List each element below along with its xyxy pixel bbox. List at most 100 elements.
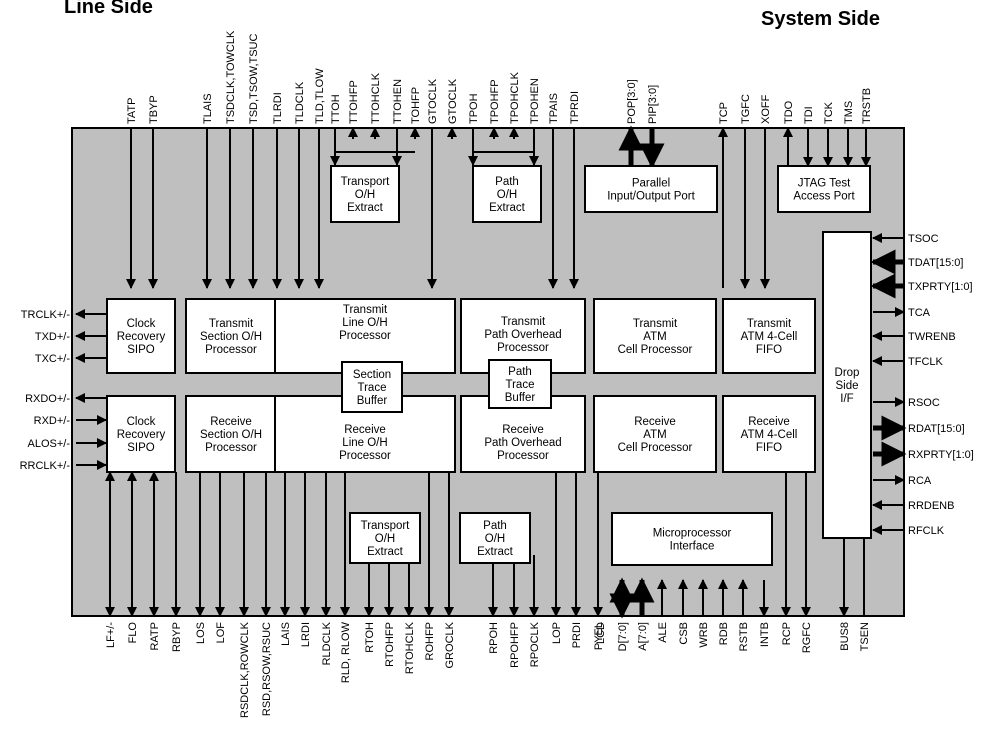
pin-rdb-label: RDB	[718, 622, 730, 645]
pin-tprdi-label: TPRDI	[569, 91, 581, 124]
pin-ale-label: ALE	[657, 622, 669, 643]
pin-tms-label: TMS	[843, 101, 855, 124]
block-rx-clock-recovery	[106, 395, 176, 473]
pin-rbyp-label: RBYP	[171, 622, 183, 652]
pin-tcp-label: TCP	[718, 102, 730, 124]
pin-rca-label: RCA	[908, 475, 932, 487]
pin-rld-rlow-label: RLD, RLOW	[340, 621, 352, 683]
pin-rstb-label: RSTB	[738, 622, 750, 651]
pin-gtoclk-13-label: GTOCLK	[427, 78, 439, 124]
pin-tbyp-label: TBYP	[148, 95, 160, 124]
pin-wrb-label: WRB	[698, 622, 710, 648]
pin-prdi-label: PRDI	[571, 622, 583, 648]
pin-tgfc-label: TGFC	[740, 94, 752, 124]
pin-tlrdi-label: TLRDI	[272, 92, 284, 124]
pin-tpais-label: TPAIS	[548, 93, 560, 124]
pin-tpoh-label: TPOH	[468, 93, 480, 124]
block-rx-path-extract	[459, 512, 531, 564]
pin-tsen-label: TSEN	[859, 622, 871, 651]
pin-tlais-label: TLAIS	[202, 93, 214, 124]
pin-txprty-1-0-label: TXPRTY[1:0]	[908, 281, 973, 293]
pin-rtohclk-label: RTOHCLK	[404, 621, 416, 674]
pin-rsd-rsow-rsuc-label: RSD,RSOW,RSUC	[261, 622, 273, 716]
block-parallel-port	[584, 165, 718, 213]
pin-rcp-label: RCP	[781, 622, 793, 645]
pin-intb-label: INTB	[759, 622, 771, 647]
pin-lop-label: LOP	[551, 622, 563, 644]
block-jtag-port	[777, 165, 871, 213]
pin-rtohfp-label: RTOHFP	[384, 622, 396, 667]
pin-rgfc-label: RGFC	[801, 622, 813, 653]
pin-tldclk-label: TLDCLK	[294, 81, 306, 124]
pin-lais-label: LAIS	[280, 622, 292, 646]
pin-txd-label: TXD+/-	[35, 331, 70, 343]
block-rx-section-oh	[185, 395, 277, 473]
block-rx-atm-cell	[593, 395, 717, 473]
block-tx-path-extract	[472, 165, 542, 223]
pin-a-7-0-label: A[7:0]	[637, 622, 649, 651]
pin-tohfp-label: TOHFP	[410, 87, 422, 124]
pin-tsdclk-towclk-label: TSDCLK,TOWCLK	[225, 30, 237, 124]
block-section-trace	[341, 361, 403, 413]
pin-rxd-label: RXD+/-	[34, 415, 71, 427]
pin-tpohen-label: TPOHEN	[529, 78, 541, 124]
pin-los-label: LOS	[195, 622, 207, 644]
pin-ttohen-label: TTOHEN	[392, 79, 404, 124]
pin-trstb-label: TRSTB	[861, 88, 873, 124]
pin-rsoc-label: RSOC	[908, 397, 940, 409]
pin-bus8-label: BUS8	[839, 622, 851, 651]
system-side-heading: System Side	[761, 8, 880, 30]
pin-lcd-label: LCD	[595, 622, 607, 644]
pin-lrdi-label: LRDI	[300, 622, 312, 647]
block-path-trace	[488, 359, 552, 409]
pin-rrclk-label: RRCLK+/-	[20, 460, 71, 472]
pin-ttohclk-label: TTOHCLK	[370, 72, 382, 124]
pin-pyel-label: PYEL	[593, 622, 605, 650]
pin-groclk-label: GROCLK	[444, 621, 456, 668]
pin-lof-label: LOF	[215, 622, 227, 644]
block-tx-atm-cell	[593, 298, 717, 374]
block-rx-transport-extract	[349, 512, 421, 564]
pin-rpoh-label: RPOH	[488, 622, 500, 654]
pin-xoff-label: XOFF	[760, 94, 772, 124]
pin-tdo-label: TDO	[783, 100, 795, 124]
pin-rpoclk-label: RPOCLK	[529, 621, 541, 667]
pin-twrenb-label: TWRENB	[908, 331, 956, 343]
pin-rdat-15-0-label: RDAT[15:0]	[908, 423, 965, 435]
pin-pop-3-0-label: POP[3:0]	[626, 79, 638, 124]
pin-rldclk-label: RLDCLK	[321, 621, 333, 665]
pin-ttohfp-label: TTOHFP	[348, 80, 360, 124]
pin-ttoh-label: TTOH	[330, 94, 342, 124]
pin-rpohfp-label: RPOHFP	[509, 622, 521, 668]
pin-rxdo-label: RXDO+/-	[25, 393, 70, 405]
pin-d-7-0-label: D[7:0]	[617, 622, 629, 651]
pin-alos-label: ALOS+/-	[28, 438, 71, 450]
block-tx-line-oh	[274, 298, 456, 374]
pin-tca-label: TCA	[908, 307, 931, 319]
pin-trclk-label: TRCLK+/-	[21, 309, 71, 321]
pin-csb-label: CSB	[678, 622, 690, 645]
block-rx-fifo	[722, 395, 816, 473]
pin-rohfp-label: ROHFP	[424, 622, 436, 661]
pin-tpohclk-label: TPOHCLK	[509, 71, 521, 124]
pin-rrdenb-label: RRDENB	[908, 500, 954, 512]
pin-pip-3-0-label: PIP[3:0]	[647, 85, 659, 124]
pin-tck-label: TCK	[823, 101, 835, 124]
